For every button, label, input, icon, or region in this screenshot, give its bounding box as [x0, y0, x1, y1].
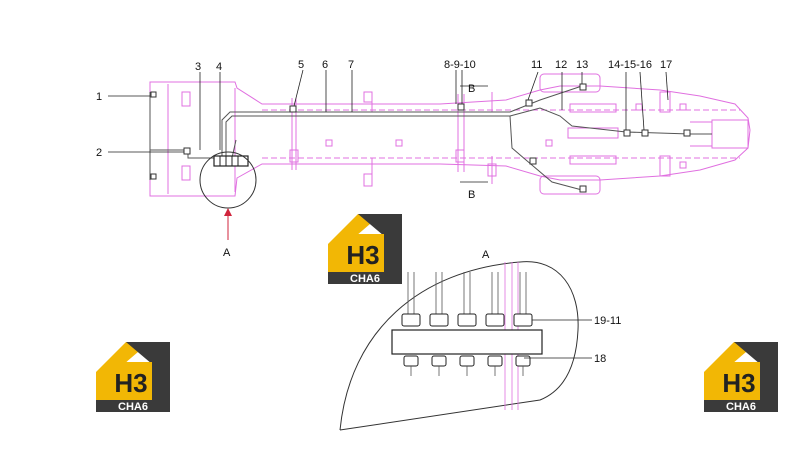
detail-ref-a: A: [223, 247, 231, 259]
callout-19-11: 19-11: [594, 315, 621, 327]
lube-pipes: [149, 85, 712, 191]
brand-logo-right: H3 CHA6: [704, 342, 778, 413]
callout-11: 11: [531, 59, 542, 71]
leader-lines: [108, 69, 669, 183]
callout-18: 18: [594, 353, 606, 365]
logo-name-left: CHA6: [118, 401, 148, 413]
detail-title-a: A: [482, 249, 490, 261]
callout-17: 17: [660, 59, 672, 71]
logo-name-right: CHA6: [726, 401, 756, 413]
brand-logo-center: H3 CHA6: [328, 214, 402, 285]
callout-8-9-10: 8-9-10: [444, 59, 476, 71]
callout-7: 7: [348, 59, 354, 71]
detail-view-a: [339, 261, 592, 431]
detail-arrow: [224, 208, 232, 240]
callout-1: 1: [96, 91, 102, 103]
logo-mark-center: H3: [346, 240, 379, 270]
callout-12: 12: [555, 59, 567, 71]
grease-fittings: [150, 83, 691, 193]
logo-mark-left: H3: [114, 368, 147, 398]
callout-6: 6: [322, 59, 328, 71]
callout-2: 2: [96, 147, 102, 159]
distributor-block: [213, 155, 249, 167]
brand-logo-left: H3 CHA6: [96, 342, 170, 413]
callout-4: 4: [216, 61, 222, 73]
section-mark-b-top: B: [468, 83, 475, 95]
callout-3: 3: [195, 61, 201, 73]
logo-name-center: CHA6: [350, 273, 380, 285]
logo-mark-right: H3: [722, 368, 755, 398]
section-mark-b-bottom: B: [468, 189, 475, 201]
detail-distributor-body: [391, 329, 543, 355]
chassis-frame: [149, 73, 751, 197]
callout-14-15-16: 14-15-16: [608, 59, 652, 71]
callout-13: 13: [576, 59, 588, 71]
callout-5: 5: [298, 59, 304, 71]
